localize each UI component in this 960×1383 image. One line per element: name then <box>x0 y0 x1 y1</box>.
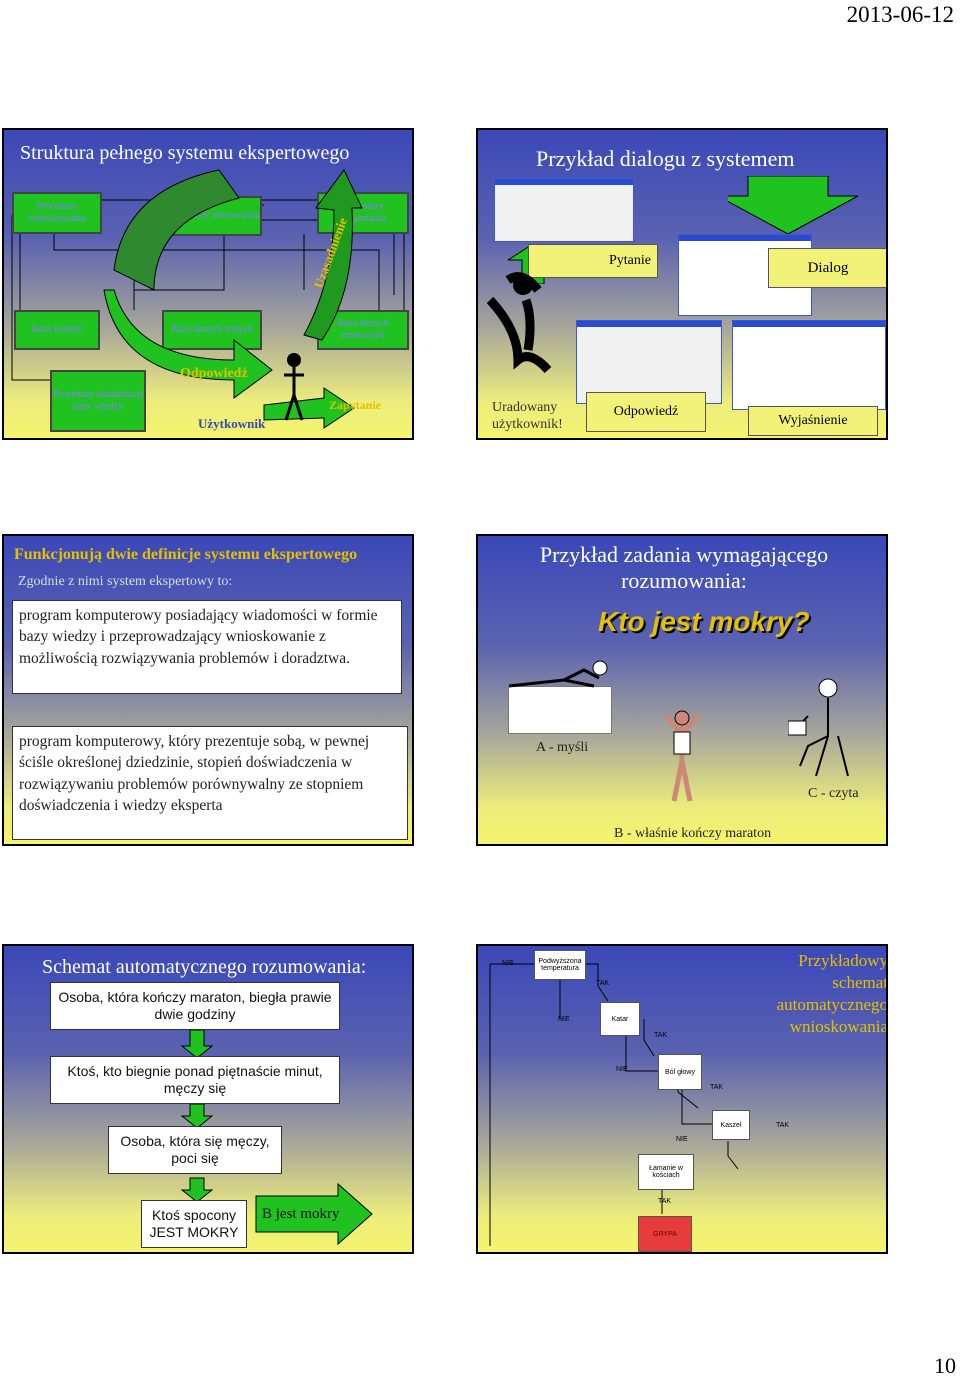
slide-title: Przykład zadania wymagającego rozumowani… <box>488 542 880 595</box>
label-b: B - właśnie kończy maraton <box>614 826 771 842</box>
person-reading-figure <box>788 676 868 786</box>
label-c: C - czyta <box>808 786 859 802</box>
runner-figure <box>654 706 714 806</box>
happy-user-figure <box>478 260 588 390</box>
slide-reasoning-scheme: Schemat automatycznego rozumowania: Osob… <box>2 944 414 1254</box>
arrows-graphic <box>4 130 414 440</box>
step-1-box: Osoba, która kończy maraton, biegła praw… <box>50 982 340 1030</box>
person-thinking-figure <box>504 656 614 696</box>
explanation-window <box>732 320 886 410</box>
wyjasnienie-label-box: Wyjaśnienie <box>748 406 878 436</box>
node-lamanie: Łamanie w kościach <box>638 1154 694 1190</box>
step-3-box: Osoba, która się męczy, poci się <box>108 1126 282 1174</box>
page-date: 2013-06-12 <box>847 2 954 28</box>
node-katar: Katar <box>600 1002 640 1036</box>
node-bol-glowy: Ból głowy <box>658 1054 702 1090</box>
slide-definitions: Funkcjonują dwie definicje systemu ekspe… <box>2 534 414 846</box>
big-down-arrow <box>728 176 868 236</box>
conclusion-label: B jest mokry <box>262 1206 340 1223</box>
slide-title: Przykład dialogu z systemem <box>536 146 794 172</box>
step-4-box: Ktoś spocony JEST MOKRY <box>141 1200 247 1248</box>
dialog-label-box: Dialog <box>768 248 888 288</box>
slide-reasoning-task: Przykład zadania wymagającego rozumowani… <box>476 534 888 846</box>
tak-label: TAK <box>776 1122 789 1129</box>
slide-structure: Struktura pełnego systemu ekspertowego P… <box>2 128 414 440</box>
nie-label: NIE <box>558 1016 570 1023</box>
kto-jest-mokry-heading: Kto jest mokry? <box>598 606 810 638</box>
node-temperatura: Podwyższona temperatura <box>534 950 586 980</box>
odpowiedz-label-box: Odpowiedź <box>586 392 706 432</box>
nie-label: NIE <box>502 960 514 967</box>
slide-dialog-example: Przykład dialogu z systemem Pytanie Dial… <box>476 128 888 440</box>
label-uzytkownik: Użytkownik <box>198 416 265 432</box>
nie-label: NIE <box>616 1066 628 1073</box>
tak-label: TAK <box>710 1084 723 1091</box>
node-grypa: GRYPA <box>638 1216 692 1252</box>
slide-inference-scheme: Przykładowy schemat automatycznego wnios… <box>476 944 888 1254</box>
definition-1: program komputerowy posiadający wiadomoś… <box>12 600 402 694</box>
step-2-box: Ktoś, kto biegnie ponad piętnaście minut… <box>50 1056 340 1104</box>
slide-subtitle: Zgodnie z nimi system ekspertowy to: <box>18 574 232 590</box>
label-odpowiedz: Odpowiedź <box>180 366 248 382</box>
tak-label: TAK <box>654 1032 667 1039</box>
flow-lines <box>478 946 888 1254</box>
definition-2: program komputerowy, który prezentuje so… <box>12 726 408 840</box>
tak-label: TAK <box>658 1198 671 1205</box>
nie-label: NIE <box>676 1136 688 1143</box>
label-uradowany: Uradowany użytkownik! <box>492 400 592 434</box>
slide-title: Funkcjonują dwie definicje systemu ekspe… <box>14 546 357 564</box>
tak-label: TAK <box>596 980 609 987</box>
label-zapytanie: Zapytanie <box>329 398 381 413</box>
question-window <box>494 178 634 242</box>
label-a: A - myśli <box>536 740 588 756</box>
page-number: 10 <box>934 1353 956 1379</box>
node-kaszel: Kaszel <box>712 1110 750 1140</box>
